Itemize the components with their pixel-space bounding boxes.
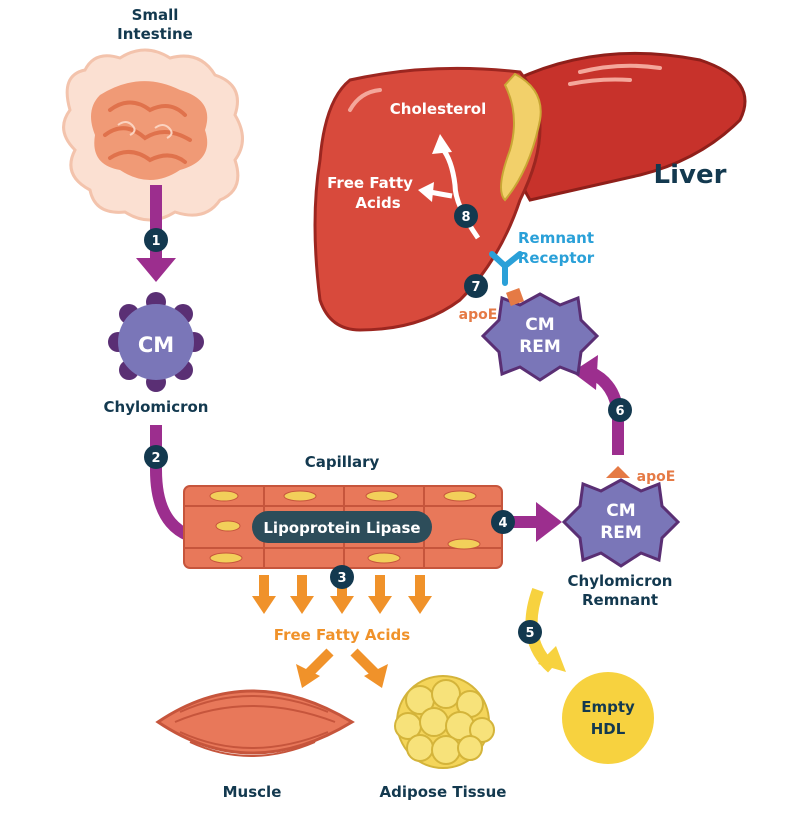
arrow-step-5-head: [538, 646, 566, 672]
cm-remnant-particle-lower: [561, 478, 681, 568]
chylomicron-remnant-label-line1: Chylomicron: [568, 572, 673, 590]
cm-rem-lower-line1: CM: [606, 501, 635, 521]
step-badge-8: 8: [454, 204, 478, 228]
step-badge-4: 4: [491, 510, 515, 534]
small-intestine-illustration: [62, 48, 244, 222]
chylomicron-particle: [108, 292, 204, 392]
step-badge-5: 5: [518, 620, 542, 644]
step-badge-1: 1: [144, 228, 168, 252]
adipose-tissue-illustration: [394, 675, 495, 769]
arrow-to-cholesterol-head: [432, 134, 452, 154]
small-intestine-label-line2: Intestine: [117, 25, 193, 43]
step-badge-7: 7: [464, 274, 488, 298]
svg-text:6: 6: [615, 404, 624, 419]
arrow-step-1-head: [136, 258, 176, 282]
liver-illustration: [313, 51, 747, 332]
chylomicron-label: Chylomicron: [104, 398, 209, 416]
lipoprotein-lipase-pill: [252, 511, 432, 543]
arrow-step-4-head: [536, 502, 562, 542]
small-intestine-label-line1: Small: [132, 6, 179, 24]
liver-label: Liver: [654, 160, 727, 190]
svg-text:7: 7: [471, 280, 480, 295]
free-fatty-acids-liver-line2: Acids: [355, 194, 400, 212]
free-fatty-acids-liver-line1: Free Fatty: [327, 174, 413, 192]
arrow-to-muscle-head: [296, 664, 320, 688]
capillary-label: Capillary: [305, 453, 380, 471]
svg-text:2: 2: [151, 451, 160, 466]
arrow-to-adipose: [350, 648, 380, 678]
svg-text:3: 3: [337, 571, 346, 586]
step-badge-3: 3: [330, 565, 354, 589]
empty-hdl-line2: HDL: [591, 720, 626, 738]
arrow-to-fatty-acids-head: [418, 182, 434, 202]
cholesterol-label: Cholesterol: [390, 100, 486, 118]
arrow-step-6-head: [572, 355, 598, 390]
apoe-marker-lower: [606, 466, 630, 478]
step-badge-6: 6: [608, 398, 632, 422]
svg-text:4: 4: [498, 516, 507, 531]
apoe-upper-label: apoE: [459, 307, 498, 323]
lipoprotein-lipase-label: Lipoprotein Lipase: [263, 519, 420, 537]
remnant-receptor: [489, 251, 523, 286]
empty-hdl-particle: [562, 672, 654, 764]
adipose-tissue-label: Adipose Tissue: [380, 783, 507, 801]
step-badge-2: 2: [144, 445, 168, 469]
chylomicron-remnant-label-line2: Remnant: [582, 591, 658, 609]
arrow-to-adipose-head: [364, 664, 388, 688]
svg-text:8: 8: [461, 210, 470, 225]
arrow-to-muscle: [304, 648, 334, 678]
remnant-receptor-line2: Receptor: [518, 249, 595, 267]
cm-rem-upper-line1: CM: [525, 315, 554, 335]
apoe-marker-upper: [506, 288, 524, 306]
remnant-receptor-line1: Remnant: [518, 229, 594, 247]
cm-rem-lower-line2: REM: [600, 523, 642, 543]
svg-text:5: 5: [525, 626, 534, 641]
cm-remnant-particle-upper: [480, 292, 600, 382]
muscle-illustration: [155, 689, 355, 757]
apoe-lower-label: apoE: [637, 469, 676, 485]
cm-rem-upper-line2: REM: [519, 337, 561, 357]
svg-text:1: 1: [151, 234, 160, 249]
empty-hdl-line1: Empty: [581, 698, 635, 716]
muscle-label: Muscle: [223, 783, 282, 801]
free-fatty-acids-bottom-label: Free Fatty Acids: [274, 626, 410, 644]
cm-label: CM: [138, 333, 174, 357]
